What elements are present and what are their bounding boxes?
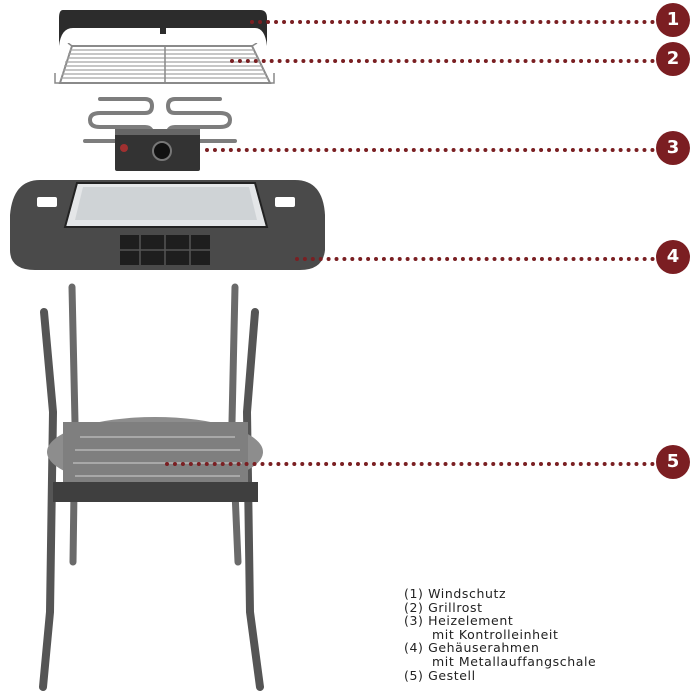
legend-item-4-detail: mit Metallauffangschale	[432, 653, 597, 669]
part-badge-1: 1	[656, 3, 690, 37]
parts-legend: (1) Windschutz (2) Grillrost (3) Heizele…	[404, 587, 596, 682]
part-badge-5: 5	[656, 445, 690, 479]
callout-line-3	[205, 148, 655, 152]
part-badge-4: 4	[656, 240, 690, 274]
legend-item-2: (2) Grillrost	[404, 599, 483, 615]
callout-line-5	[165, 462, 655, 466]
legend-item-3-detail: mit Kontrolleinheit	[432, 626, 559, 642]
legend-item-5: (5) Gestell	[404, 667, 476, 683]
housing-frame-illustration	[10, 180, 325, 270]
legend-item-4: (4) Gehäuserahmen	[404, 640, 540, 656]
callout-line-2	[230, 59, 655, 63]
legend-item-1: (1) Windschutz	[404, 586, 507, 601]
part-badge-2: 2	[656, 42, 690, 76]
callout-line-4	[295, 257, 655, 261]
grill-grate-illustration	[54, 43, 275, 84]
wind-shield-illustration	[59, 10, 267, 46]
callout-line-1	[250, 20, 655, 24]
part-badge-3: 3	[656, 131, 690, 165]
heating-element-illustration	[83, 97, 237, 171]
stand-illustration	[39, 283, 264, 691]
legend-item-3: (3) Heizelement	[404, 613, 514, 629]
